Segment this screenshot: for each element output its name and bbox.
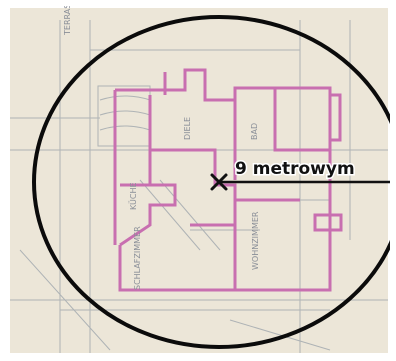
room-label-terrasse: TERRASSE xyxy=(63,0,72,36)
room-label-wohnzimmer: WOHNZIMMER xyxy=(251,211,260,270)
radius-circle xyxy=(32,15,396,349)
blueprint-paper xyxy=(10,8,388,353)
room-label-kueche: KÜCHE xyxy=(128,182,138,210)
room-label-bad: BAD xyxy=(250,123,259,140)
floor-plan-walls xyxy=(113,68,343,292)
blueprint-drawing-lines xyxy=(10,20,388,353)
radius-label: 9 metrowym xyxy=(235,159,355,179)
room-label-schlafzimmer: SCHLAFZIMMER xyxy=(133,226,142,290)
center-x-marker xyxy=(210,173,228,191)
room-label-diele: DIELE xyxy=(183,117,192,140)
room-annotations: TERRASSE DIELE BAD SCHLAFZIMMER WOHNZIMM… xyxy=(63,0,260,290)
